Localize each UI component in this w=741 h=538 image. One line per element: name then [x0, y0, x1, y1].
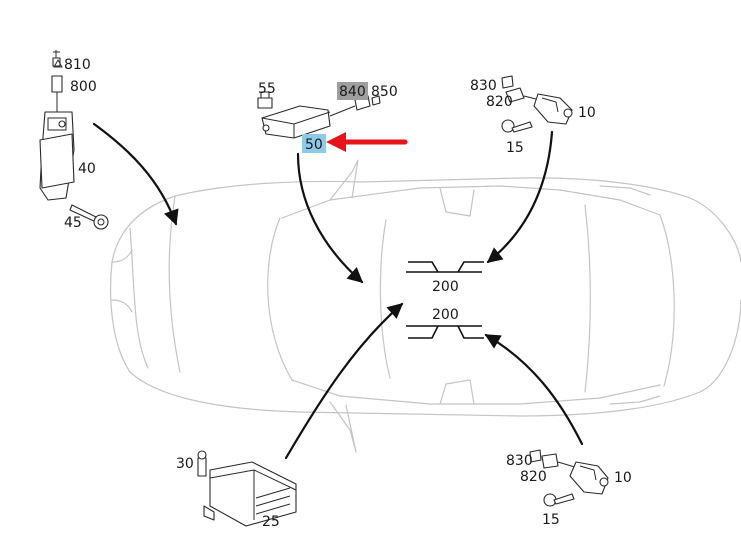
- label-830-bottom: 830: [506, 453, 533, 469]
- label-850: 850: [371, 84, 398, 100]
- label-50-highlight: [302, 134, 326, 153]
- label-40: 40: [78, 161, 96, 177]
- screw-45: [69, 204, 109, 230]
- arrow-bottomright-to-connector: [484, 333, 584, 446]
- label-50: 50: [305, 137, 323, 153]
- highlight-pointer-arrow: [326, 132, 408, 152]
- airbag-control-module: [197, 450, 297, 527]
- label-810: 810: [64, 57, 91, 73]
- label-200-top: 200: [432, 279, 459, 295]
- label-840: 840: [339, 84, 366, 100]
- label-55: 55: [258, 81, 276, 97]
- arrow-topright-to-connector: [486, 130, 554, 264]
- label-30: 30: [176, 456, 194, 472]
- side-sensor-top-right: [501, 75, 573, 133]
- arrow-module-to-connector: [284, 302, 404, 460]
- arrow-unit-to-connector: [296, 152, 364, 284]
- label-800: 800: [70, 79, 97, 95]
- label-840-highlight: [337, 82, 368, 100]
- label-45: 45: [64, 215, 82, 231]
- label-10-top: 10: [578, 105, 596, 121]
- crash-sensor-front: [39, 50, 75, 201]
- label-15-bottom: 15: [542, 512, 560, 528]
- wiring-connector-top: [406, 261, 484, 273]
- label-25: 25: [262, 514, 280, 530]
- wiring-connector-bottom: [406, 325, 484, 339]
- car-outline: [110, 159, 741, 453]
- label-820-bottom: 820: [520, 469, 547, 485]
- arrow-sensor-to-car: [92, 122, 179, 226]
- triangle-marker-icon: [53, 58, 63, 68]
- label-830-top: 830: [470, 78, 497, 94]
- label-820-top: 820: [486, 94, 513, 110]
- label-10-bottom: 10: [614, 470, 632, 486]
- side-sensor-bottom-right: [529, 449, 609, 507]
- label-15-top: 15: [506, 140, 524, 156]
- label-200-bottom: 200: [432, 307, 459, 323]
